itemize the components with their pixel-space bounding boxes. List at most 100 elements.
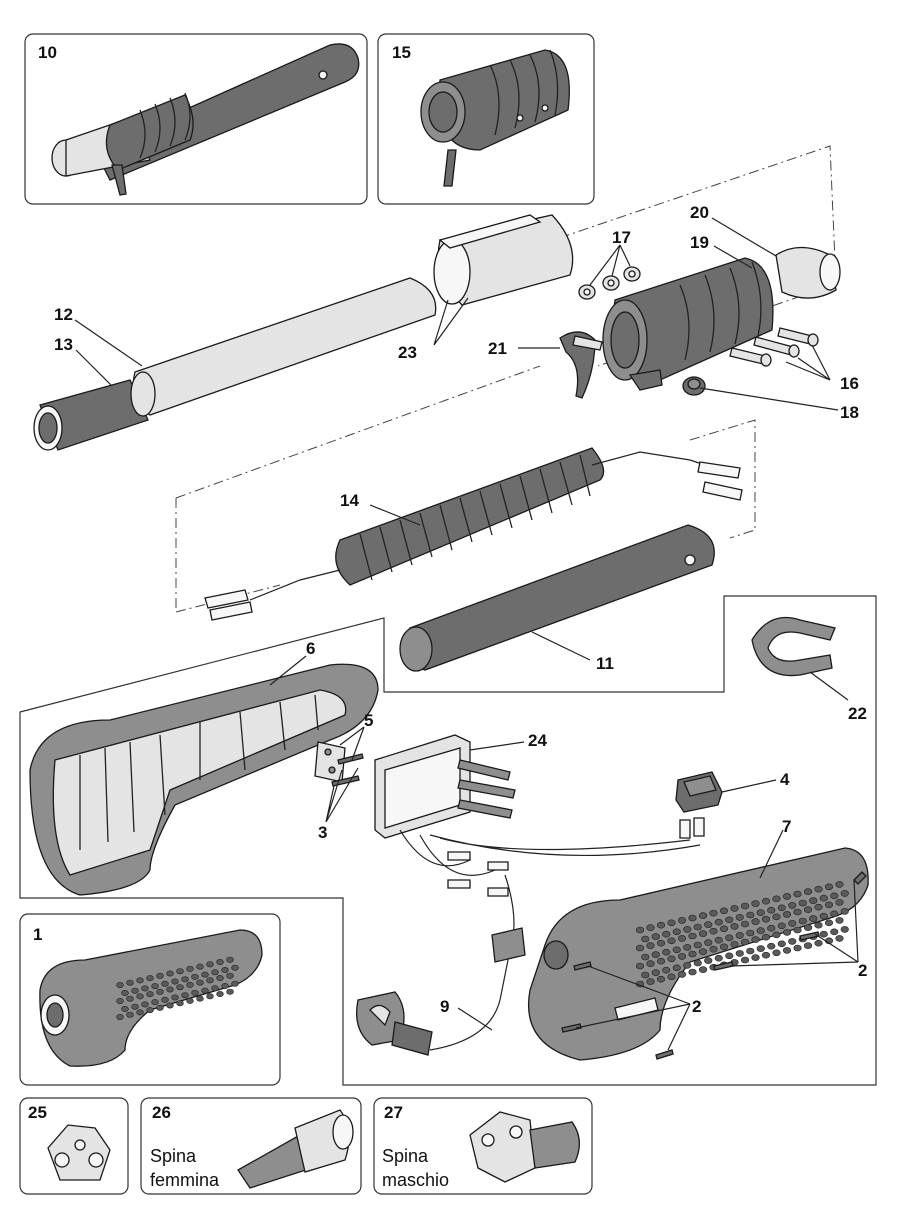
- vent-hole: [772, 913, 781, 921]
- vent-hole: [221, 982, 229, 989]
- vent-hole: [126, 1011, 134, 1018]
- vent-hole: [136, 993, 144, 1000]
- vent-hole: [651, 933, 660, 940]
- vent-hole: [677, 971, 687, 978]
- vent-hole: [772, 895, 781, 903]
- inset-27-number: 27: [384, 1103, 403, 1122]
- vent-hole: [221, 966, 229, 973]
- vent-hole: [667, 937, 676, 945]
- callout-2-center: 2: [692, 997, 701, 1016]
- vent-hole: [772, 931, 781, 939]
- vent-hole: [677, 917, 687, 924]
- vent-hole: [740, 920, 750, 928]
- vent-hole: [735, 914, 744, 921]
- vent-hole: [146, 1007, 154, 1014]
- vent-hole: [688, 932, 697, 940]
- vent-hole: [704, 957, 713, 964]
- vent-hole: [751, 918, 760, 925]
- vent-hole: [672, 928, 681, 936]
- vent-hole: [835, 881, 844, 888]
- clip-22: [751, 616, 836, 677]
- handle-assembly-frame: [19, 595, 877, 1086]
- vent-hole: [830, 910, 839, 918]
- knob-18: [682, 376, 706, 396]
- lever-21: [559, 331, 603, 399]
- coiled-cable-14: [204, 447, 743, 621]
- vent-hole: [116, 997, 124, 1004]
- vent-hole: [131, 987, 139, 994]
- vent-hole: [672, 946, 681, 954]
- vent-hole: [171, 994, 179, 1001]
- split-sleeve-23: [433, 214, 574, 306]
- vent-hole: [646, 924, 655, 931]
- vent-hole: [835, 899, 844, 906]
- vent-hole: [830, 892, 839, 900]
- vent-hole: [651, 951, 660, 958]
- vent-hole: [714, 954, 723, 962]
- vent-hole: [176, 984, 184, 991]
- vent-hole: [216, 958, 224, 965]
- callout-14: 14: [340, 491, 359, 510]
- vent-hole: [181, 992, 189, 999]
- vent-hole: [171, 978, 179, 985]
- inset-15-number: 15: [392, 43, 411, 62]
- vent-hole: [693, 941, 702, 949]
- vent-hole: [761, 951, 771, 959]
- vent-hole: [136, 977, 144, 984]
- vent-hole: [725, 916, 734, 924]
- vent-hole: [635, 926, 645, 934]
- vent-hole: [683, 944, 692, 951]
- callout-19: 19: [690, 233, 709, 252]
- vent-hole: [746, 929, 755, 937]
- vent-hole: [662, 948, 671, 956]
- vent-hole: [646, 978, 655, 985]
- tube-sleeve-13: [33, 379, 149, 451]
- leader-lines: [74, 217, 859, 1051]
- inset-25: 25: [19, 1097, 129, 1195]
- vent-hole: [809, 897, 818, 904]
- vent-hole: [788, 920, 797, 927]
- vent-hole: [688, 968, 697, 976]
- vent-hole: [730, 923, 739, 930]
- vent-hole: [146, 975, 154, 982]
- vent-hole: [772, 949, 781, 957]
- callout-12: 12: [54, 305, 73, 324]
- vent-hole: [156, 988, 164, 995]
- inset-27-caption-line2: maschio: [382, 1170, 449, 1190]
- callout-4: 4: [780, 770, 790, 789]
- vent-hole: [688, 950, 697, 958]
- vent-hole: [151, 983, 159, 990]
- vent-hole: [126, 979, 134, 986]
- vent-hole: [735, 950, 744, 957]
- callout-13: 13: [54, 335, 73, 354]
- screws-16: [729, 327, 819, 367]
- vent-hole: [698, 930, 708, 937]
- callout-5: 5: [364, 711, 373, 730]
- vent-hole: [719, 925, 729, 933]
- callout-17: 17: [612, 228, 631, 247]
- vent-hole: [740, 956, 750, 964]
- vent-hole: [814, 939, 823, 947]
- vent-hole: [782, 929, 792, 936]
- assembly-dash-line-middle: [175, 365, 756, 612]
- callout-9: 9: [440, 997, 449, 1016]
- vent-hole: [651, 969, 660, 976]
- assembly-dash-line-lower: [175, 584, 281, 613]
- vent-hole: [824, 883, 834, 891]
- vent-hole: [782, 911, 792, 918]
- vent-hole: [730, 905, 739, 912]
- vent-hole: [735, 932, 744, 939]
- vent-hole: [803, 942, 813, 949]
- inset-26-caption-line1: Spina: [150, 1146, 197, 1166]
- vent-hole: [191, 973, 199, 980]
- vent-hole: [121, 1005, 129, 1012]
- vent-hole: [201, 987, 209, 994]
- callout-18: 18: [840, 403, 859, 422]
- vent-hole: [803, 906, 813, 913]
- vent-hole: [730, 941, 739, 948]
- vent-hole: [746, 911, 755, 919]
- vent-hole: [656, 975, 666, 983]
- vent-hole: [693, 959, 702, 967]
- callout-16: 16: [840, 374, 859, 393]
- vent-hole: [186, 965, 194, 972]
